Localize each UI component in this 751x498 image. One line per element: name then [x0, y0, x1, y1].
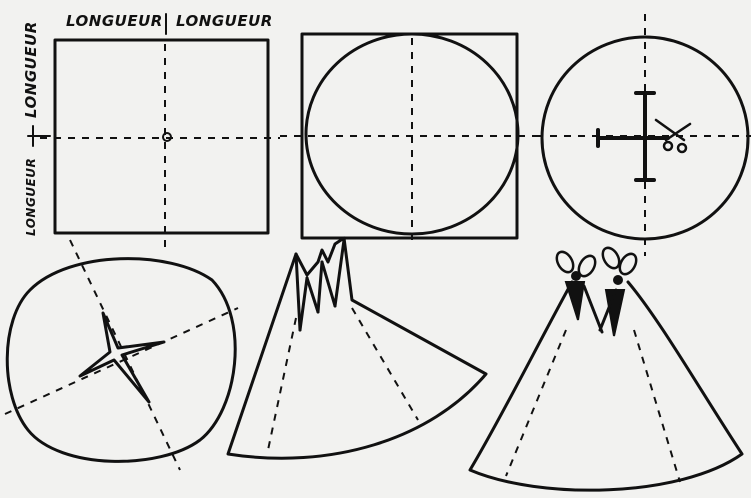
label-length-side-upper: LONGUEUR [22, 21, 40, 118]
cone-fold [352, 308, 418, 420]
step-circle-cut [536, 14, 751, 256]
right-gather [606, 290, 624, 336]
square-outline [55, 40, 268, 233]
star-circle-outline [7, 259, 235, 462]
inscribed-circle [306, 34, 518, 234]
label-length-top-left: LONGUEUR [66, 12, 163, 30]
center-edge [584, 286, 602, 332]
cone-outline [228, 238, 486, 458]
diagonal-fold [5, 308, 238, 414]
zigzag-edge [300, 278, 307, 330]
step-cone-zigzag [228, 238, 486, 458]
zigzag-edge [335, 240, 344, 306]
right-bow-icon [599, 245, 639, 284]
star-slit-icon [80, 313, 164, 402]
cone-fold [634, 330, 680, 482]
label-length-side-lower: LONGUEUR [24, 158, 38, 236]
left-gather [566, 282, 584, 320]
cone-fold [268, 318, 296, 450]
step-square [28, 14, 280, 248]
zigzag-edge [322, 262, 335, 306]
zigzag-edge [318, 262, 322, 312]
step-cone-bows [470, 245, 742, 490]
step-circle-star [5, 240, 238, 470]
left-bow-icon [553, 249, 598, 280]
zigzag-edge [307, 278, 318, 312]
step-circle-in-square [280, 34, 536, 240]
label-length-top-right: LONGUEUR [176, 12, 273, 30]
